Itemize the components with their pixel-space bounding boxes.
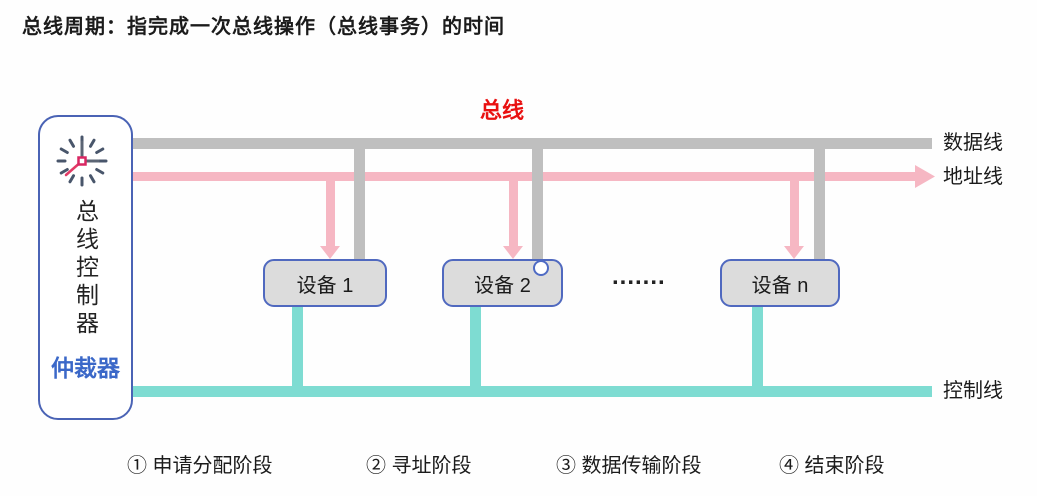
phase-3-label: ③ 数据传输阶段 bbox=[556, 455, 702, 477]
address-tap-device-1 bbox=[326, 176, 335, 247]
phase-4-label: ④ 结束阶段 bbox=[779, 455, 885, 477]
address-line-label: 地址线 bbox=[943, 166, 1003, 188]
address-tap-device-n bbox=[790, 176, 799, 247]
control-line-label: 控制线 bbox=[943, 380, 1003, 402]
control-tap-device-1 bbox=[292, 304, 303, 388]
device-n-box: 设备 n bbox=[720, 259, 840, 307]
control-tap-device-n bbox=[752, 304, 763, 388]
phase-1-label: ① 申请分配阶段 bbox=[127, 455, 273, 477]
address-tap-device-2 bbox=[509, 176, 518, 247]
clock-icon bbox=[56, 135, 108, 187]
bus-label: 总线 bbox=[479, 98, 524, 123]
address-arrowhead-device-n-icon bbox=[784, 246, 804, 259]
address-arrowhead-device-1-icon bbox=[320, 246, 340, 259]
address-line bbox=[133, 172, 917, 181]
address-arrowhead-device-2-icon bbox=[503, 246, 523, 259]
data-line bbox=[131, 138, 932, 149]
device-2-box: 设备 2 bbox=[442, 259, 563, 307]
data-tap-device-2 bbox=[532, 143, 543, 261]
bus-controller-label: 总线控制器 bbox=[72, 199, 99, 339]
device-n-label: 设备 n bbox=[751, 274, 809, 297]
device-1-label: 设备 1 bbox=[296, 274, 354, 297]
arbiter-label: 仲裁器 bbox=[51, 355, 120, 381]
device-2-label: 设备 2 bbox=[474, 274, 531, 297]
data-line-label: 数据线 bbox=[943, 132, 1003, 154]
control-tap-device-2 bbox=[470, 304, 481, 388]
data-tap-device-n bbox=[814, 143, 825, 261]
data-tap-device-1 bbox=[354, 143, 365, 261]
bus-controller-box: 总线控制器 仲裁器 bbox=[38, 115, 133, 420]
devices-ellipsis: ....... bbox=[612, 263, 666, 290]
phase-2-label: ② 寻址阶段 bbox=[366, 455, 472, 477]
control-line bbox=[131, 386, 932, 397]
connector-dot-icon bbox=[533, 260, 549, 276]
address-line-arrowhead-icon bbox=[915, 165, 935, 188]
device-1-box: 设备 1 bbox=[263, 259, 387, 307]
page-title: 总线周期：指完成一次总线操作（总线事务）的时间 bbox=[22, 16, 505, 38]
